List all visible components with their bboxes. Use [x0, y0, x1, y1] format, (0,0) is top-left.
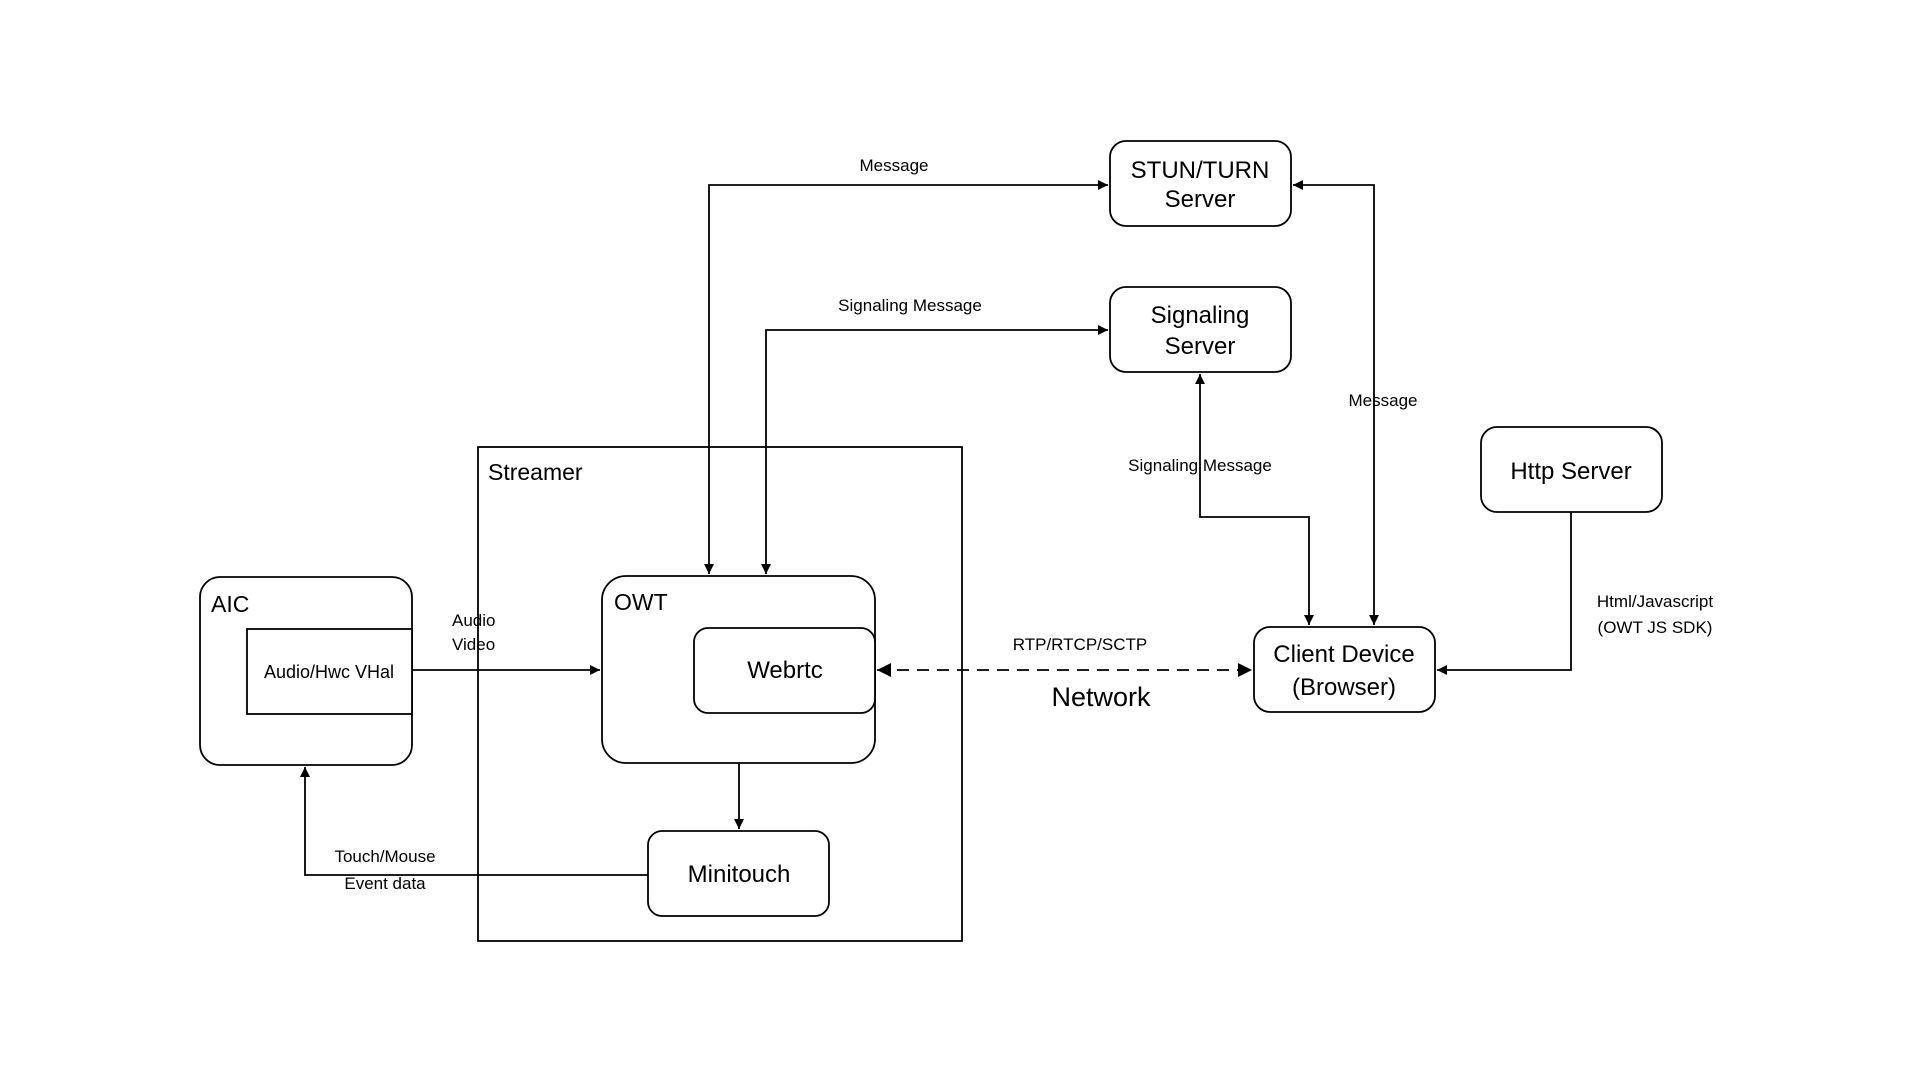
edge-client-signaling	[1195, 374, 1314, 625]
signaling-line1: Signaling	[1151, 302, 1250, 329]
edge-minitouch-aic-line2: Event data	[344, 874, 426, 893]
network-label: Network	[1051, 682, 1151, 712]
edge-http-client	[1437, 512, 1572, 675]
owt-title: OWT	[614, 589, 668, 615]
edge-http-client-line1: Html/Javascript	[1597, 592, 1713, 611]
client-line2: (Browser)	[1292, 674, 1396, 701]
webrtc-label: Webrtc	[747, 657, 823, 684]
edge-client-stun	[1293, 180, 1379, 625]
aic-title: AIC	[211, 591, 249, 617]
signaling-line2: Server	[1165, 333, 1236, 360]
stun-turn-line2: Server	[1165, 186, 1236, 213]
edge-client-signaling-label: Signaling Message	[1128, 456, 1272, 475]
http-server-label: Http Server	[1510, 458, 1631, 485]
edge-aic-owt-line1: Audio	[452, 611, 495, 630]
client-device-node: Client Device (Browser)	[1253, 626, 1436, 713]
edge-owt-stun-label: Message	[860, 156, 929, 175]
webrtc-node: Webrtc	[693, 627, 876, 714]
http-server-node: Http Server	[1480, 426, 1663, 513]
edge-minitouch-aic-line1: Touch/Mouse	[334, 847, 435, 866]
edge-owt-signaling-label: Signaling Message	[838, 296, 982, 315]
minitouch-label: Minitouch	[688, 861, 791, 888]
audio-hwc-vhal-label: Audio/Hwc VHal	[264, 662, 394, 682]
edge-owt-signaling	[761, 325, 1108, 574]
stun-turn-line1: STUN/TURN	[1131, 157, 1270, 184]
aic-node: AIC Audio/Hwc VHal	[199, 576, 413, 766]
client-line1: Client Device	[1273, 641, 1414, 668]
edge-minitouch-aic	[300, 767, 648, 876]
streamer-title: Streamer	[488, 459, 583, 485]
edge-webrtc-client-label: RTP/RTCP/SCTP	[1013, 635, 1147, 654]
stun-turn-server-node: STUN/TURN Server	[1109, 140, 1292, 227]
edge-aic-owt-line2: Video	[452, 635, 495, 654]
edge-owt-stun	[704, 180, 1108, 574]
edge-http-client-line2: (OWT JS SDK)	[1598, 618, 1713, 637]
edge-client-stun-label: Message	[1349, 391, 1418, 410]
minitouch-node: Minitouch	[647, 830, 830, 917]
audio-hwc-vhal-box	[246, 628, 413, 715]
signaling-server-node: Signaling Server	[1109, 286, 1292, 373]
